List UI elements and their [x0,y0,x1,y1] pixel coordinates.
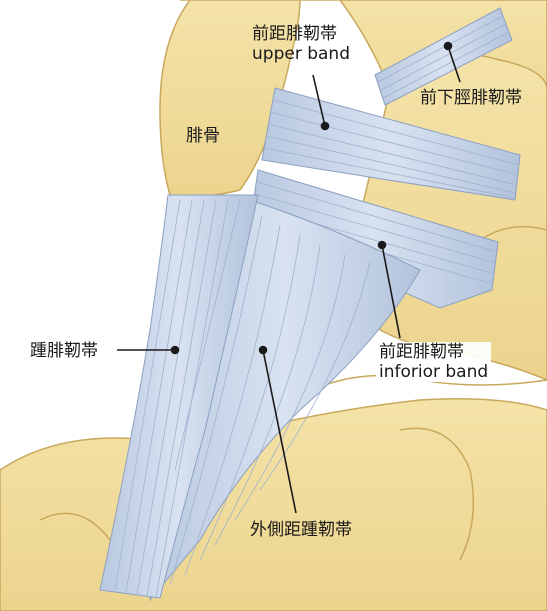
label-fibula: 腓骨 [186,126,220,146]
leader-dot-cfl [172,347,179,354]
label-calcaneofibular: 踵腓靭帯 [30,341,98,361]
leader-dot-atfl-upper [322,123,329,130]
label-atfl-upper-band-line1: 前距腓靭帯 [252,24,350,44]
label-lateral-talocalcaneal: 外側距踵靭帯 [250,520,352,540]
label-atfl-inferior-band-line2: inforior band [379,362,488,382]
label-atfl-inferior-band-line1: 前距腓靭帯 [379,342,488,362]
leader-dot-aitfl [445,43,452,50]
leader-dot-atfl-inferior [379,242,386,249]
label-atfl-inferior-band: 前距腓靭帯 inforior band [376,342,491,382]
leader-dot-lateral-talocalcaneal [260,347,267,354]
label-atfl-upper-band-line2: upper band [252,44,350,64]
label-aitfl: 前下脛腓靭帯 [420,88,522,108]
label-atfl-upper-band: 前距腓靭帯 upper band [252,24,350,64]
